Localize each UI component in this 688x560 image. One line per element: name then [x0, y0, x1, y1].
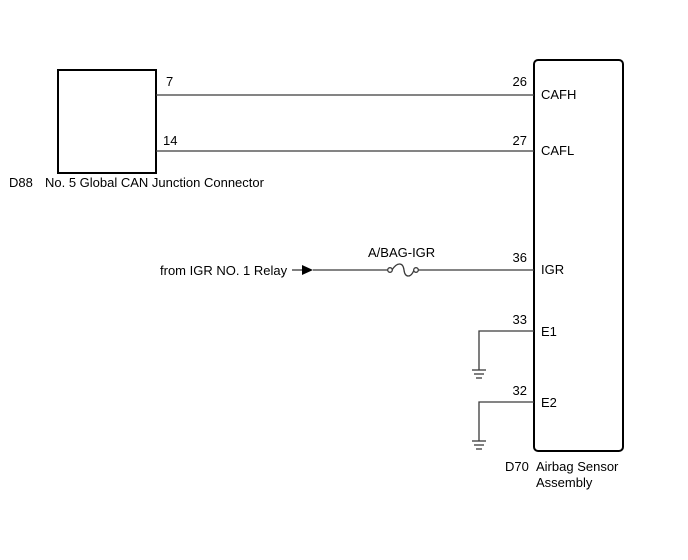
fuse-terminal-left [387, 267, 393, 273]
pin-e1-label: E1 [541, 324, 557, 339]
fuse-terminal-right [413, 267, 419, 273]
pin-cafh-label: CAFH [541, 87, 576, 102]
power-source-label: from IGR NO. 1 Relay [160, 263, 288, 278]
airbag-sensor-name-line1: Airbag Sensor [536, 459, 619, 474]
airbag-sensor-code: D70 [505, 459, 529, 474]
junction-connector-code: D88 [9, 175, 33, 190]
pin-26-number: 26 [513, 74, 527, 89]
airbag-sensor-box [533, 59, 624, 452]
junction-connector-box [57, 69, 157, 174]
airbag-sensor-name-line2: Assembly [536, 475, 593, 490]
pin-cafl-label: CAFL [541, 143, 574, 158]
junction-connector-name: No. 5 Global CAN Junction Connector [45, 175, 265, 190]
pin-27-number: 27 [513, 133, 527, 148]
source-arrow-icon [302, 265, 313, 275]
pin-36-number: 36 [513, 250, 527, 265]
fuse-symbol [391, 263, 415, 277]
pin-e2-label: E2 [541, 395, 557, 410]
pin-32-number: 32 [513, 383, 527, 398]
pin-14-label: 14 [163, 133, 177, 148]
wire-e2 [478, 401, 534, 441]
pin-33-number: 33 [513, 312, 527, 327]
fuse-label: A/BAG-IGR [368, 245, 435, 260]
pin-7-label: 7 [166, 74, 173, 89]
pin-igr-label: IGR [541, 262, 564, 277]
wire-e1 [478, 330, 534, 370]
